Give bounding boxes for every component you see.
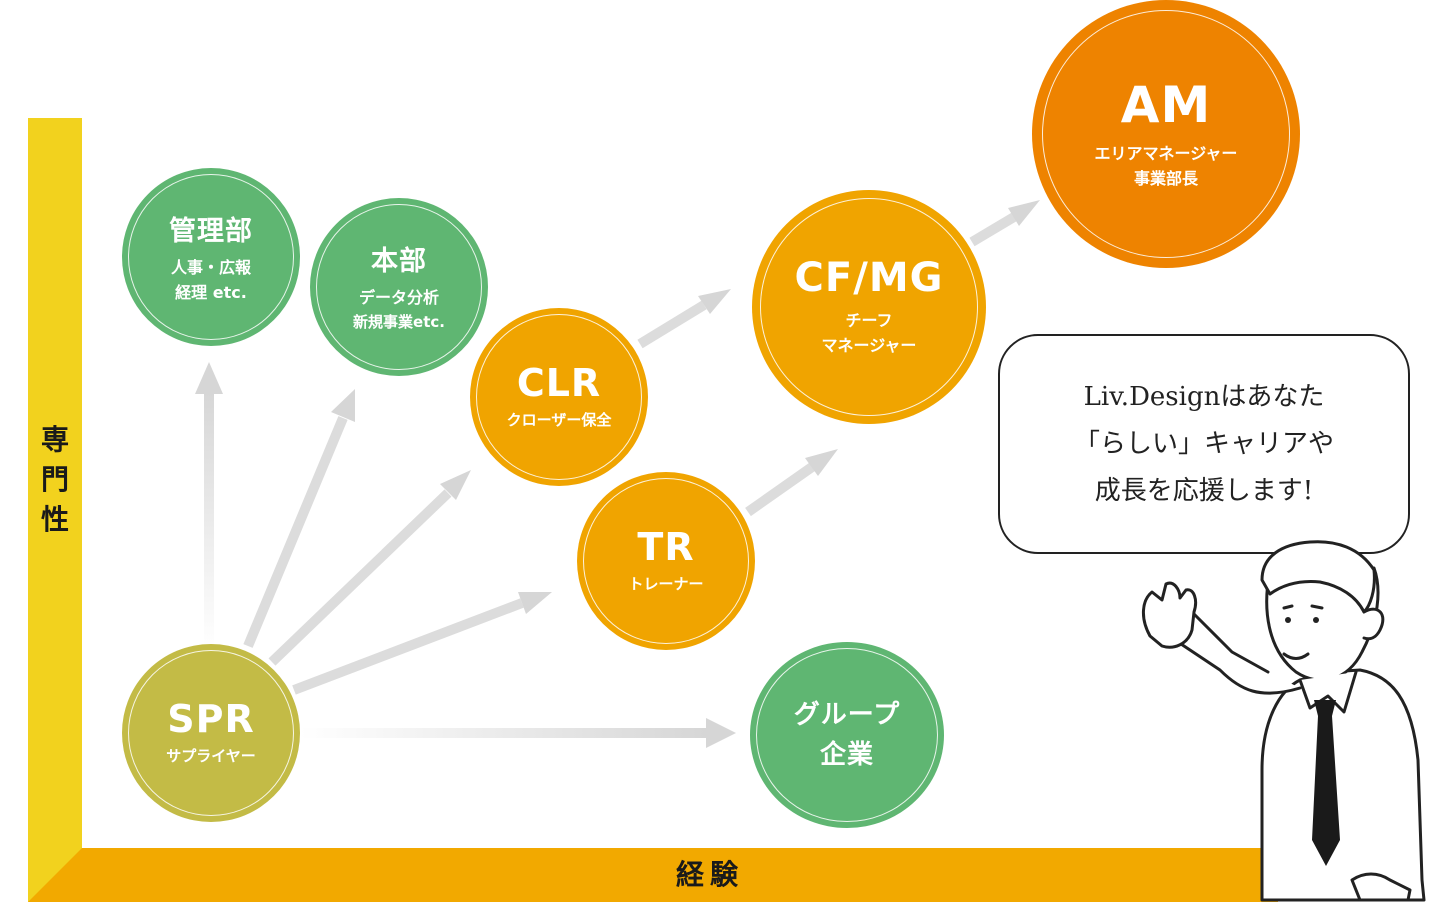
node-clr: CLR クローザー保全 [470,308,648,486]
node-subtitle: 新規事業etc. [353,313,445,332]
speech-line: Liv.Designはあなた [1083,381,1325,412]
node-title: AM [1120,76,1212,135]
experience-axis [28,848,1278,902]
node-title: CF/MG [794,255,944,302]
arrow-spr-to-clr [268,470,471,666]
node-subtitle: トレーナー [628,575,704,594]
node-title: 管理部 [169,215,253,247]
arrow-clr-to-cfmg [637,289,731,349]
node-group: グループ 企業 [750,642,944,828]
speech-bubble: Liv.Designはあなた 「らしい」キャリアや 成長を応援します! [998,334,1410,554]
node-title: SPR [167,697,255,742]
node-am: AM エリアマネージャー 事業部長 [1032,0,1300,268]
node-spr: SPR サプライヤー [122,644,300,822]
node-subtitle: エリアマネージャー [1094,144,1238,164]
node-kanri: 管理部 人事・広報 経理 etc. [122,168,300,346]
node-subtitle: 経理 etc. [175,282,247,302]
experience-axis-label: 経験 [675,858,744,891]
node-subtitle: 事業部長 [1133,169,1198,188]
node-title: 本部 [371,246,427,278]
expertise-axis-label: 専 門 性 [28,420,82,540]
arrow-spr-to-kanri [195,362,223,650]
node-subtitle: マネージャー [821,336,917,355]
arrow-spr-to-honbu [243,389,355,648]
expertise-axis [28,118,82,902]
node-tr: TR トレーナー [577,472,755,650]
arrow-spr-to-tr [292,592,552,695]
arrow-cfmg-to-am [969,200,1040,247]
speech-line: 成長を応援します! [1094,475,1314,506]
arrow-spr-to-group [300,718,736,748]
axis-char: 門 [40,463,69,496]
node-subtitle: クローザー保全 [506,411,612,430]
node-subtitle: サプライヤー [166,747,256,766]
node-title: CLR [516,361,602,406]
axis-char: 専 [40,423,69,456]
arrow-tr-to-cfmg [745,449,838,517]
node-title: グループ [793,700,901,730]
node-honbu: 本部 データ分析 新規事業etc. [310,198,488,376]
node-title: TR [637,525,695,570]
node-subtitle: データ分析 [358,288,439,308]
node-subtitle: チーフ [845,311,893,331]
node-title: 企業 [819,740,874,770]
node-cfmg: CF/MG チーフ マネージャー [752,190,986,424]
axis-char: 性 [40,503,69,536]
node-subtitle: 人事・広報 [170,257,251,277]
speech-line: 「らしい」キャリアや [1073,428,1334,459]
